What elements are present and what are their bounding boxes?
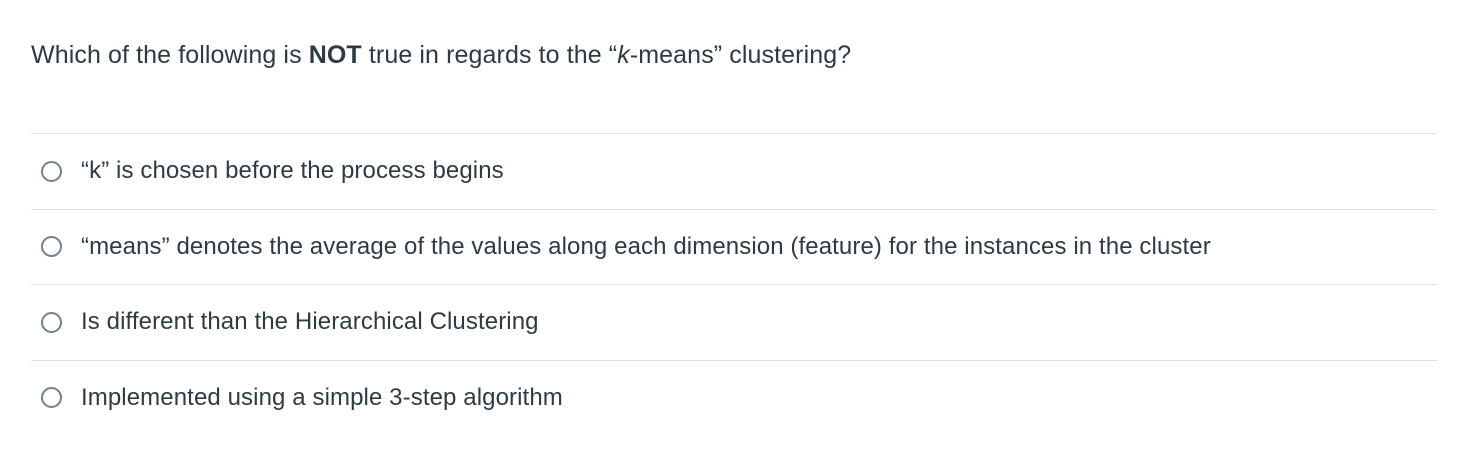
question-text-suffix: -means” clustering? bbox=[629, 41, 852, 69]
question-italic-k: k bbox=[617, 41, 630, 69]
answer-option-2[interactable]: “means” denotes the average of the value… bbox=[31, 208, 1437, 285]
answer-option-4[interactable]: Implemented using a simple 3-step algori… bbox=[31, 359, 1437, 436]
answer-option-label: “k” is chosen before the process begins bbox=[81, 157, 504, 185]
question-text-middle: true in regards to the “ bbox=[361, 41, 618, 69]
answer-option-label: Is different than the Hierarchical Clust… bbox=[81, 308, 539, 336]
radio-unchecked-icon[interactable] bbox=[41, 311, 62, 333]
answer-option-label: “means” denotes the average of the value… bbox=[81, 232, 1211, 260]
question-stem: Which of the following is NOT true in re… bbox=[31, 38, 1437, 72]
radio-unchecked-icon[interactable] bbox=[41, 236, 62, 258]
question-emphasis-not: NOT bbox=[308, 41, 362, 69]
answer-options-list: “k” is chosen before the process begins … bbox=[31, 133, 1437, 435]
answer-option-label: Implemented using a simple 3-step algori… bbox=[81, 383, 563, 411]
answer-option-3[interactable]: Is different than the Hierarchical Clust… bbox=[31, 284, 1437, 360]
answer-option-1[interactable]: “k” is chosen before the process begins bbox=[31, 133, 1437, 209]
radio-unchecked-icon[interactable] bbox=[41, 160, 62, 182]
radio-unchecked-icon[interactable] bbox=[41, 387, 62, 409]
question-text-prefix: Which of the following is bbox=[31, 41, 309, 69]
